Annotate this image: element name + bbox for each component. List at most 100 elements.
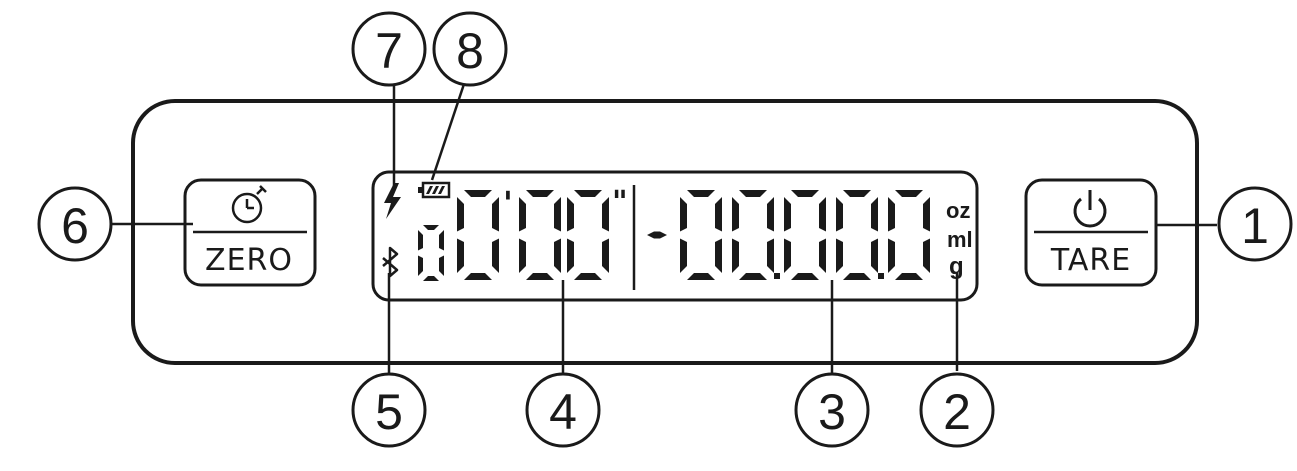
segment-b <box>439 230 444 251</box>
segment-a <box>895 190 923 197</box>
weight-digit-5 <box>888 190 930 280</box>
callout-2: 2 <box>919 372 995 448</box>
callout-3: 3 <box>794 372 870 448</box>
segment-a <box>843 190 871 197</box>
segment-e <box>418 255 423 276</box>
callout-7: 7 <box>351 11 427 87</box>
segment-c <box>715 238 722 273</box>
segment-c <box>554 238 561 273</box>
timer-prefix-digit <box>418 225 444 281</box>
segment-d <box>687 273 715 280</box>
segment-e <box>457 238 464 273</box>
segment-e <box>888 238 895 273</box>
segment-e <box>680 238 687 273</box>
segment-b <box>554 197 561 232</box>
segment-b <box>492 197 499 232</box>
weight-digit-2 <box>732 190 774 280</box>
callout-5: 5 <box>351 372 427 448</box>
segment-d <box>791 273 819 280</box>
weight-digit-3 <box>784 190 826 280</box>
segment-c <box>871 238 878 273</box>
segment-b <box>819 197 826 232</box>
unit-g: g <box>949 253 964 280</box>
weight-digit-4 <box>836 190 878 280</box>
minute-mark: ' <box>503 184 513 222</box>
segment-d <box>526 273 554 280</box>
segment-g <box>647 231 667 239</box>
callout-8: 8 <box>432 11 508 87</box>
segment-f <box>457 197 464 232</box>
segment-e <box>732 238 739 273</box>
segment-c <box>767 238 774 273</box>
segment-c <box>439 255 444 276</box>
segment-c <box>492 238 499 273</box>
segment-f <box>418 230 423 251</box>
device-body <box>131 99 1199 365</box>
segment-a <box>687 190 715 197</box>
svg-text:3: 3 <box>818 384 846 440</box>
power-icon <box>1073 190 1107 228</box>
segment-f <box>888 197 895 232</box>
zero-label: ZERO <box>205 243 293 278</box>
segment-b <box>923 197 930 232</box>
callout-4: 4 <box>525 372 601 448</box>
svg-text:8: 8 <box>456 23 484 79</box>
segment-a <box>423 225 439 230</box>
unit-ml: ml <box>947 227 973 252</box>
svg-text:6: 6 <box>61 198 89 254</box>
bluetooth-icon <box>382 246 399 278</box>
segment-a <box>464 190 492 197</box>
lcd-display: ' " oz ml g <box>371 170 979 302</box>
segment-e <box>519 238 526 273</box>
segment-d <box>739 273 767 280</box>
svg-text:7: 7 <box>375 23 403 79</box>
segment-d <box>574 273 602 280</box>
segment-e <box>836 238 843 273</box>
timer-minute-digit <box>457 190 499 280</box>
segment-a <box>739 190 767 197</box>
segment-c <box>819 238 826 273</box>
segment-d <box>423 276 439 281</box>
segment-b <box>715 197 722 232</box>
weight-sign <box>647 231 667 239</box>
zero-button[interactable]: ZERO <box>183 178 317 287</box>
segment-e <box>567 238 574 273</box>
segment-a <box>791 190 819 197</box>
svg-text:1: 1 <box>1241 198 1269 254</box>
segment-a <box>574 190 602 197</box>
second-mark: " <box>612 185 628 220</box>
weight-digit-1 <box>680 190 722 280</box>
segment-b <box>602 197 609 232</box>
unit-oz: oz <box>946 198 970 223</box>
svg-text:2: 2 <box>943 384 971 440</box>
segment-d <box>464 273 492 280</box>
lcd-digits <box>418 190 930 281</box>
segment-f <box>519 197 526 232</box>
segment-f <box>732 197 739 232</box>
segment-a <box>526 190 554 197</box>
timer-second-digit-1 <box>519 190 561 280</box>
segment-d <box>843 273 871 280</box>
svg-text:4: 4 <box>549 384 577 440</box>
segment-f <box>567 197 574 232</box>
callout-6: 6 <box>37 186 113 262</box>
lightning-icon <box>384 183 401 219</box>
segment-b <box>871 197 878 232</box>
stopwatch-icon <box>231 185 267 224</box>
timer-second-digit-2 <box>567 190 609 280</box>
segment-e <box>784 238 791 273</box>
segment-c <box>602 238 609 273</box>
tare-label: TARE <box>1050 243 1131 278</box>
decimal-point <box>774 273 780 279</box>
battery-icon <box>418 181 451 199</box>
segment-b <box>767 197 774 232</box>
svg-text:5: 5 <box>375 384 403 440</box>
decimal-point <box>878 273 884 279</box>
segment-f <box>784 197 791 232</box>
segment-d <box>895 273 923 280</box>
segment-c <box>923 238 930 273</box>
segment-f <box>680 197 687 232</box>
tare-button[interactable]: TARE <box>1024 178 1158 287</box>
callout-lines <box>112 83 1217 373</box>
